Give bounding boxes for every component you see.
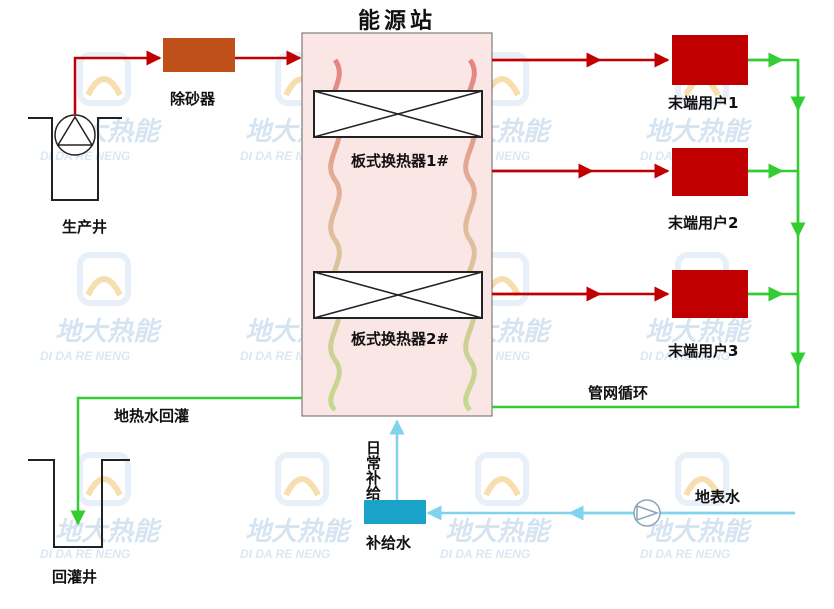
makeup-water-tank <box>364 500 426 524</box>
network-circulation-label: 管网循环 <box>588 384 648 402</box>
heat-exchanger-2-label: 板式换热器2# <box>351 330 449 348</box>
surface-water-label: 地表水 <box>695 488 741 506</box>
watermark-pinyin: DI DA RE NENG <box>640 547 730 561</box>
watermark-pinyin: DI DA RE NENG <box>440 547 530 561</box>
desander-box <box>163 38 235 72</box>
watermark-brand: 地大热能 <box>245 516 352 546</box>
watermark-brand: 地大热能 <box>55 316 162 346</box>
daily-makeup-label: 日常补给 <box>364 440 382 501</box>
reinjection-label: 地热水回灌 <box>114 407 189 425</box>
watermark-logo <box>675 452 729 506</box>
hot-pipe-well-to-desander <box>73 50 162 115</box>
watermark-brand: 地大热能 <box>645 116 752 146</box>
watermark-logo <box>77 252 131 306</box>
watermark-brand: 地大热能 <box>55 516 162 546</box>
watermark-brand: 地大热能 <box>645 316 752 346</box>
watermark-logo <box>475 452 529 506</box>
watermark-pinyin: DI DA RE NENG <box>40 149 130 163</box>
watermark-layer: 地大热能 DI DA RE NENG 地大热能 DI DA RE NENG 地大… <box>40 52 752 561</box>
heat-exchanger-2 <box>313 271 483 319</box>
production-well-label: 生产井 <box>62 218 107 236</box>
energy-station-title: 能源站 <box>358 8 436 34</box>
reinjection-pipe <box>70 396 302 526</box>
watermark-logo <box>275 452 329 506</box>
end-user-1-box <box>672 35 748 85</box>
watermark-logo <box>77 452 131 506</box>
heat-exchanger-1-label: 板式换热器1# <box>351 152 449 170</box>
desander-label: 除砂器 <box>170 90 216 108</box>
end-user-2-label: 末端用户2 <box>668 214 738 232</box>
heat-exchanger-1 <box>313 90 483 138</box>
watermark-brand: 地大热能 <box>445 516 552 546</box>
watermark-pinyin: DI DA RE NENG <box>240 547 330 561</box>
reinjection-well <box>28 459 130 548</box>
end-user-3-label: 末端用户3 <box>668 342 738 360</box>
watermark-pinyin: DI DA RE NENG <box>640 349 730 363</box>
watermark-pinyin: DI DA RE NENG <box>40 547 130 561</box>
watermark-logo <box>77 52 131 106</box>
makeup-water-label: 补给水 <box>365 534 412 552</box>
surface-pump-icon <box>633 499 661 527</box>
end-user-3-box <box>672 270 748 318</box>
end-user-2-box <box>672 148 748 196</box>
watermark-brand: 地大热能 <box>645 516 752 546</box>
pump-icon <box>54 114 96 156</box>
production-well <box>28 117 122 201</box>
end-user-1-label: 末端用户1 <box>668 94 738 112</box>
return-network <box>492 52 806 409</box>
reinjection-well-label: 回灌井 <box>52 568 97 586</box>
watermark-pinyin: DI DA RE NENG <box>40 349 130 363</box>
